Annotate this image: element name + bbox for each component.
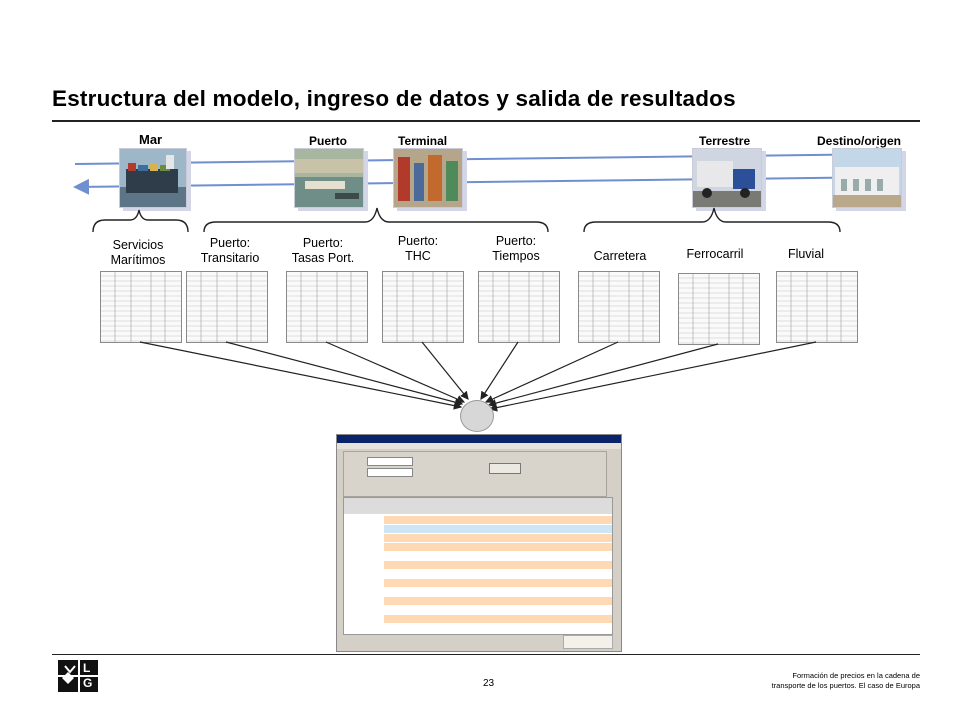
spreadsheet-grid (101, 272, 181, 342)
spreadsheet-thumbnail (382, 271, 464, 343)
spreadsheet-grid (579, 272, 659, 342)
spreadsheet-thumbnail (286, 271, 368, 343)
table-row (384, 525, 612, 533)
module-label-line: Tasas Port. (291, 251, 355, 265)
logo-mark-icon (58, 660, 98, 692)
footer-line: Formación de precios en la cadena de (792, 671, 920, 680)
module-label-line: Tiempos (492, 249, 540, 263)
stage-label-terrestre: Terrestre (699, 134, 751, 148)
logo-letters: LG (83, 661, 93, 690)
title-rule (52, 120, 920, 122)
cargo-ship-photo (119, 148, 187, 208)
module-label-line: Puerto: (209, 236, 251, 250)
app-titlebar (337, 435, 621, 443)
model-hub-node (460, 400, 494, 432)
spreadsheet-thumbnail (478, 271, 560, 343)
table-row (384, 615, 612, 623)
table-row (384, 552, 612, 560)
app-menubar (337, 443, 621, 449)
spreadsheet-thumbnail (776, 271, 858, 343)
spreadsheet-grid (679, 274, 759, 344)
table-row (384, 534, 612, 542)
module-label-line: THC (405, 249, 431, 263)
spreadsheet-grid (187, 272, 267, 342)
warehouse-photo (832, 148, 902, 208)
module-label-line: Marítimos (110, 253, 166, 267)
app-destination-field (367, 468, 413, 477)
module-label-line: Transitario (200, 251, 260, 265)
module-label-line: Puerto: (302, 236, 344, 250)
app-button (489, 463, 521, 474)
module-tiempos: Puerto: Tiempos (476, 234, 556, 264)
module-transitario: Puerto: Transitario (190, 236, 270, 266)
results-app-screenshot (336, 434, 622, 652)
terminal-photo (393, 148, 463, 208)
spreadsheet-thumbnail (678, 273, 760, 345)
module-thc: Puerto: THC (378, 234, 458, 264)
spreadsheet-grid (777, 272, 857, 342)
spreadsheet-grid (383, 272, 463, 342)
module-label-line: Puerto: (397, 234, 439, 248)
module-servicios-maritimos: Servicios Marítimos (98, 238, 178, 268)
table-row (384, 543, 612, 551)
footer-rule (52, 654, 920, 655)
table-row (384, 570, 612, 578)
stage-label-mar: Mar (139, 132, 163, 147)
app-results-table (343, 497, 613, 635)
spreadsheet-grid (287, 272, 367, 342)
table-row (384, 579, 612, 587)
module-fluvial: Fluvial (787, 247, 825, 261)
table-row (384, 606, 612, 614)
page-number: 23 (483, 678, 495, 689)
spreadsheet-thumbnail (578, 271, 660, 343)
slide-title: Estructura del modelo, ingreso de datos … (52, 86, 736, 111)
table-row (384, 588, 612, 596)
table-row (384, 561, 612, 569)
module-label-line: Puerto: (495, 234, 537, 248)
module-tasas-port: Puerto: Tasas Port. (280, 236, 366, 266)
module-ferrocarril: Ferrocarril (686, 247, 744, 261)
table-header (344, 498, 612, 514)
module-label-line: Servicios (112, 238, 164, 252)
app-footer-logo (563, 635, 613, 649)
footer-line: transporte de los puertos. El caso de Eu… (771, 681, 920, 690)
spreadsheet-grid (479, 272, 559, 342)
stage-label-destino: Destino/origen (817, 134, 902, 148)
module-carretera: Carretera (593, 249, 647, 263)
stage-label-puerto: Puerto (309, 134, 348, 148)
table-row (384, 624, 612, 632)
footer-caption: Formación de precios en la cadena de tra… (772, 671, 920, 691)
lg-logo: LG (58, 660, 98, 692)
app-origin-field (367, 457, 413, 466)
table-row (384, 597, 612, 605)
table-row (384, 516, 612, 524)
spreadsheet-thumbnail (100, 271, 182, 343)
truck-photo (692, 148, 762, 208)
stage-label-terminal: Terminal (398, 134, 448, 148)
port-photo (294, 148, 364, 208)
